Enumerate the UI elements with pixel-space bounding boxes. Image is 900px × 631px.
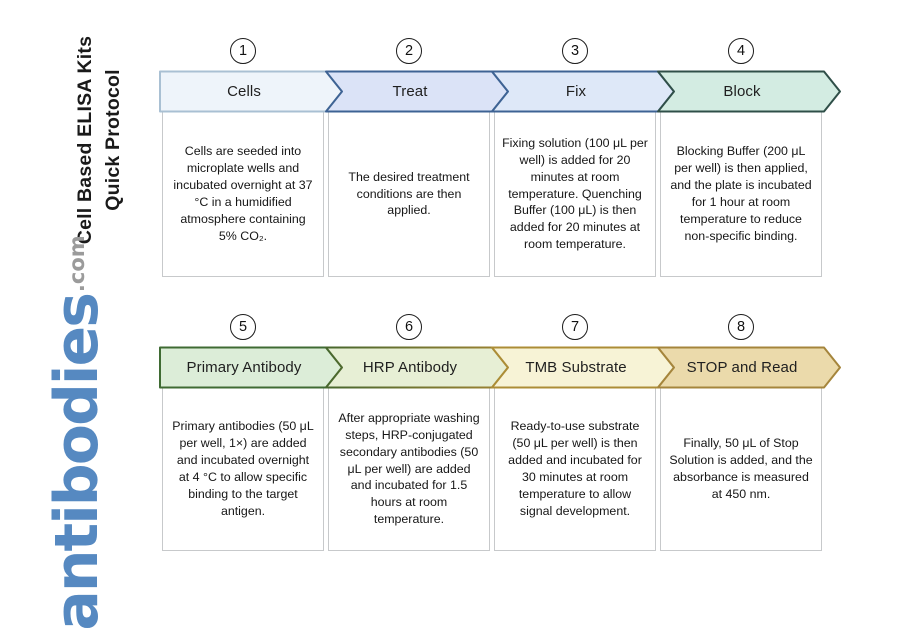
step-number-badge: 3: [562, 38, 588, 64]
step-number-badge: 5: [230, 314, 256, 340]
step-label: Primary Antibody: [186, 358, 302, 376]
step-number-badge: 4: [728, 38, 754, 64]
step-description-box: Cells are seeded into microplate wells a…: [162, 111, 324, 277]
step-description: Blocking Buffer (200 μL per well) is the…: [670, 144, 812, 243]
step-label: Cells: [227, 82, 261, 100]
step-number-badge: 8: [728, 314, 754, 340]
description-row: Cells are seeded into microplate wells a…: [160, 111, 824, 277]
phase-row-1: 1 2 3 4 Cells Treat Fix Block Cells are …: [159, 38, 842, 277]
step-label: TMB Substrate: [525, 358, 627, 376]
brand-logo-text: antibodies: [42, 294, 112, 631]
step-description: Primary antibodies (50 μL per well, 1×) …: [172, 419, 314, 518]
description-row: Primary antibodies (50 μL per well, 1×) …: [160, 387, 824, 551]
step-label: Treat: [392, 82, 428, 100]
step-description: The desired treatment conditions are the…: [348, 169, 470, 218]
phase-row-2: 5 6 7 8 Primary Antibody HRP Antibody TM…: [159, 314, 842, 551]
chevron-step-8: [657, 346, 841, 389]
chevron-header-row: Primary Antibody HRP Antibody TMB Substr…: [159, 346, 842, 389]
chevron-header-row: Cells Treat Fix Block: [159, 70, 842, 113]
step-number-badge: 1: [230, 38, 256, 64]
chevron-arrows: [159, 346, 841, 389]
step-label: Block: [723, 82, 761, 100]
step-description-box: Finally, 50 μL of Stop Solution is added…: [660, 387, 822, 551]
step-label: Fix: [565, 82, 587, 100]
step-number-row: 1 2 3 4: [160, 38, 824, 65]
vertical-title-line1: Cell Based ELISA Kits: [74, 35, 96, 245]
step-description-box: Primary antibodies (50 μL per well, 1×) …: [162, 387, 324, 551]
step-number-badge: 7: [562, 314, 588, 340]
brand-logo-suffix: .com: [65, 235, 89, 293]
step-description: After appropriate washing steps, HRP-con…: [338, 410, 480, 527]
step-description-box: Ready-to-use substrate (50 μL per well) …: [494, 387, 656, 551]
step-label: STOP and Read: [686, 358, 798, 376]
step-description-box: Fixing solution (100 μL per well) is add…: [494, 111, 656, 277]
chevron-arrows: [159, 70, 841, 113]
step-number-badge: 2: [396, 38, 422, 64]
step-number-row: 5 6 7 8: [160, 314, 824, 341]
brand-logo: antibodies .com: [42, 235, 133, 630]
chevron-step-4: [657, 70, 841, 113]
step-description-box: The desired treatment conditions are the…: [328, 111, 490, 277]
step-description: Fixing solution (100 μL per well) is add…: [502, 135, 648, 252]
step-label: HRP Antibody: [362, 358, 458, 376]
vertical-title-line2: Quick Protocol: [102, 69, 124, 211]
vertical-title: Cell Based ELISA Kits Quick Protocol: [71, 14, 127, 266]
step-description: Cells are seeded into microplate wells a…: [173, 144, 313, 243]
step-description-box: Blocking Buffer (200 μL per well) is the…: [660, 111, 822, 277]
step-description: Finally, 50 μL of Stop Solution is added…: [669, 436, 813, 501]
step-number-badge: 6: [396, 314, 422, 340]
step-description: Ready-to-use substrate (50 μL per well) …: [508, 419, 642, 518]
step-description-box: After appropriate washing steps, HRP-con…: [328, 387, 490, 551]
